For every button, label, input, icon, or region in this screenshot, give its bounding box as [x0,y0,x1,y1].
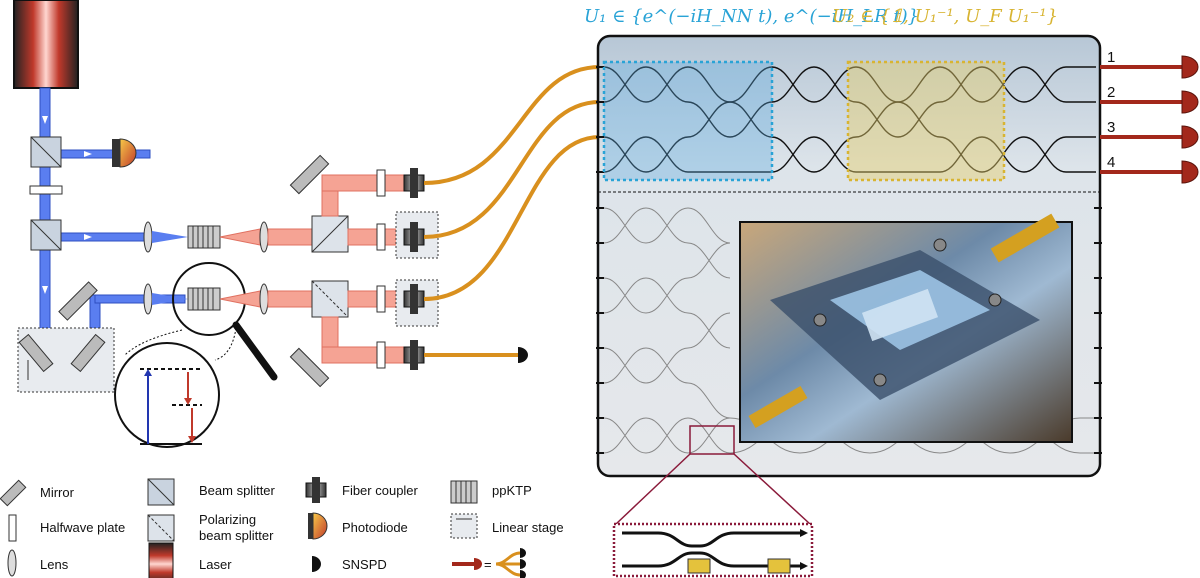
coupler-zoom-inset [612,425,814,578]
fiber-coupler-4 [403,340,425,370]
fiber-coupler-1 [403,168,425,198]
legend-beam-splitter-icon [147,478,175,506]
legend-photodiode: Photodiode [342,520,408,535]
pump-halfwave-plate [29,185,63,195]
mirror-1 [289,154,330,195]
lens-2 [259,221,269,253]
port-label-3: 3 [1107,119,1115,136]
chip-photo [739,213,1073,443]
legend-fiber-coupler-icon [305,477,327,503]
legend-laser-icon [148,542,174,578]
pump-beam-splitter-1 [30,136,62,168]
legend-pbs-icon [147,514,175,542]
u1-label: U₁ ∈ {e^(−iH_NN t), e^(−iH_LR t)} [584,6,919,27]
legend: Mirror Halfwave plate Lens Beam splitter… [0,477,564,578]
mirror-2 [289,347,330,388]
pump-beam-splitter-2 [30,219,62,251]
pump-focus-1 [152,231,188,243]
legend-beam-splitter: Beam splitter [199,483,276,498]
legend-mirror: Mirror [40,485,75,500]
legend-pbs-line1: Polarizing [199,512,256,527]
photon-cone-1 [219,228,261,246]
halfwave-plate-2 [376,223,386,251]
halfwave-plate-3 [376,285,386,313]
legend-linear-stage-icon [450,513,478,539]
pump-focus-2 [152,293,188,305]
halfwave-plate-4 [376,341,386,369]
u1-region [602,60,774,182]
halfwave-plate-1 [376,169,386,197]
output-fibers [1100,65,1182,174]
legend-lens-icon [7,549,17,577]
herald-snspd [518,347,528,363]
pump-mirror [58,281,98,321]
active-waveguides [603,66,1096,173]
lens-3 [143,283,153,315]
photon-beam-1 [267,228,313,246]
legend-linear-stage: Linear stage [492,520,564,535]
legend-fiber-bundle-icon: = [452,548,526,578]
polarizing-beam-splitter-2 [311,280,349,318]
u2-label: U₂ ∈ {𝟙, U₁⁻¹, U_F U₁⁻¹} [832,6,1058,27]
photon-beam-2 [267,290,313,308]
lens-4 [259,283,269,315]
lens-1 [143,221,153,253]
legend-ppktp: ppKTP [492,483,532,498]
legend-snspd: SNSPD [342,557,387,572]
legend-photodiode-icon [308,512,328,540]
port-label-4: 4 [1107,154,1115,171]
ppktp-crystal-1 [187,225,221,249]
legend-halfwave: Halfwave plate [40,520,125,535]
energy-level-inset [114,327,237,448]
legend-halfwave-icon [8,514,17,542]
polarizing-beam-splitter-1 [311,215,349,253]
legend-fiber-coupler: Fiber coupler [342,483,419,498]
legend-pbs-line2: beam splitter [199,528,274,543]
photon-beam-2-bottom [321,346,405,364]
input-fibers [423,65,601,301]
u2-region [846,60,1006,182]
port-label-2: 2 [1107,84,1115,101]
delay-linear-stage [17,327,115,393]
pump-beam-arrows [42,116,92,294]
legend-lens: Lens [40,557,69,572]
photon-cone-2 [219,290,261,308]
monitor-photodiode [112,138,137,168]
legend-snspd-icon [312,556,321,572]
legend-fiber-equals: = [484,557,492,572]
laser [13,0,79,89]
output-detectors [1181,55,1199,184]
ppktp-crystal-2 [187,287,221,311]
port-label-1: 1 [1107,49,1115,66]
photon-beam-1-top [321,174,405,192]
legend-mirror-icon [0,479,27,507]
legend-laser: Laser [199,557,232,572]
legend-ppktp-icon [450,480,478,504]
chip-port-ticks [596,66,1102,454]
